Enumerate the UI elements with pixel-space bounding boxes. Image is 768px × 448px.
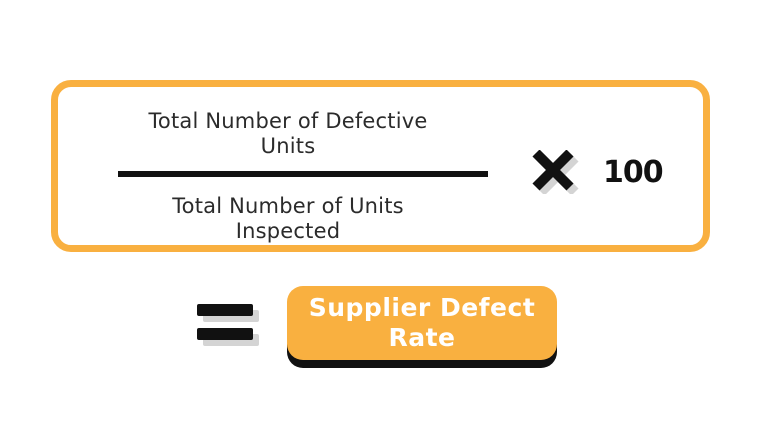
result-label: Supplier Defect Rate <box>308 293 536 352</box>
result-badge: Supplier Defect Rate <box>287 286 557 360</box>
equals-icon <box>197 304 259 346</box>
denominator-text: Total Number of Units Inspected <box>172 194 404 243</box>
formula-box: Total Number of Defective Units Total Nu… <box>51 80 710 252</box>
multiply-icon <box>532 150 579 194</box>
numerator-text: Total Number of Defective Units <box>148 109 428 158</box>
multiplier-value: 100 <box>603 155 664 190</box>
fraction-bar <box>118 171 488 177</box>
